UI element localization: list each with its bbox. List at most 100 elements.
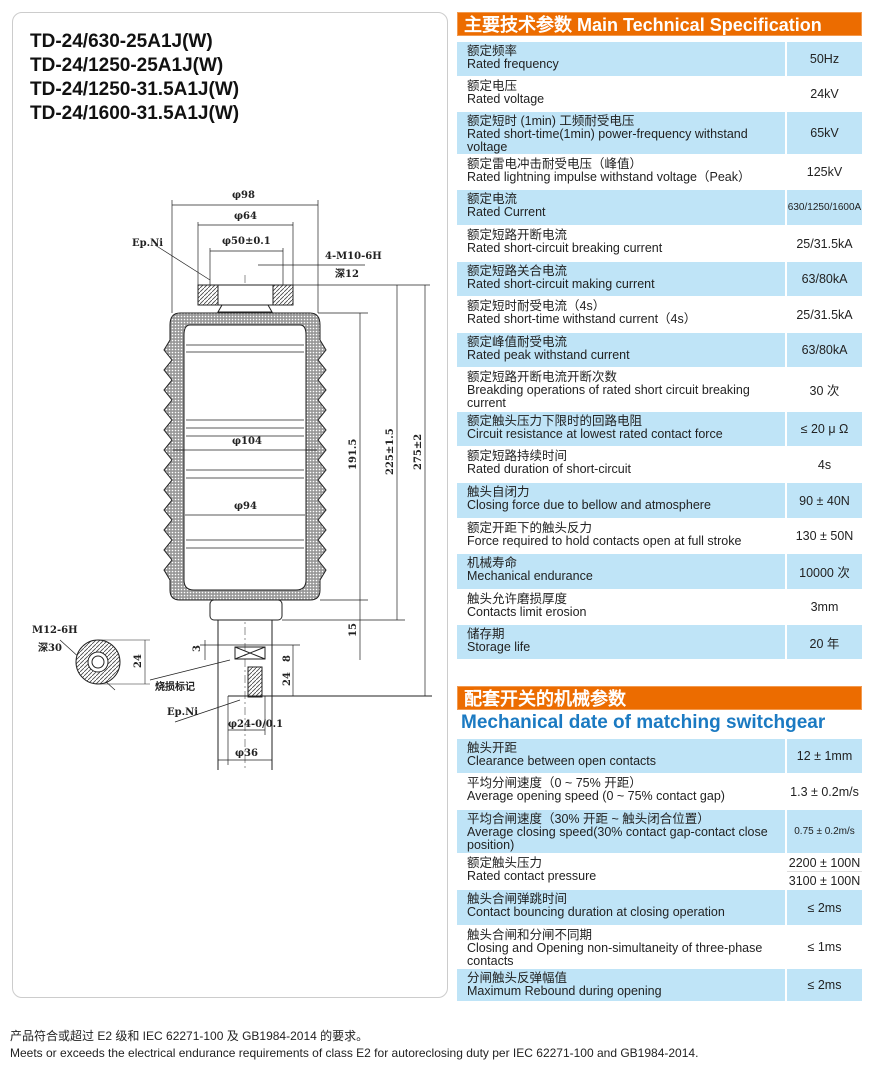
spec-value: 3mm xyxy=(810,600,839,614)
label-en: Rated short-circuit breaking current xyxy=(467,241,663,255)
label-cn: 额定短路开断电流 xyxy=(467,228,568,242)
spec-value: ≤ 2ms xyxy=(807,900,842,915)
dim-h8: 8 xyxy=(282,655,293,662)
spec-value: 25/31.5kA xyxy=(796,307,853,322)
spec-value: ≤ 1ms xyxy=(807,940,842,954)
label-depth12: 深12 xyxy=(335,267,359,280)
value-item: 2200 ± 100N xyxy=(788,855,861,870)
dim-h3: 3 xyxy=(192,645,203,652)
label-cn: 分闸触头反弹幅值 xyxy=(467,971,568,985)
model-name: TD-24/1600-31.5A1J(W) xyxy=(30,103,240,124)
footer-en: Meets or exceeds the electrical enduranc… xyxy=(10,1046,699,1060)
spec-row: 额定短时耐受电流（4s）Rated short-time withstand c… xyxy=(457,297,862,333)
label-cn: 额定开距下的触头反力 xyxy=(467,521,593,535)
model-name: TD-24/1250-31.5A1J(W) xyxy=(30,79,240,100)
dim-d94: φ94 xyxy=(234,501,257,512)
spec-value: 30 次 xyxy=(809,384,840,398)
label-en: Average opening speed (0 ~ 75% contact g… xyxy=(467,789,725,803)
model-list: TD-24/630-25A1J(W) TD-24/1250-25A1J(W) T… xyxy=(30,30,239,126)
label-en: Circuit resistance at lowest rated conta… xyxy=(467,427,723,441)
label-cn: 平均分闸速度（0 ~ 75% 开距） xyxy=(467,776,642,790)
label-en: Closing and Opening non-simultaneity of … xyxy=(467,941,763,968)
spec-value: 130 ± 50N xyxy=(795,529,854,543)
label-en: Rated frequency xyxy=(467,57,559,71)
label-en: Mechanical endurance xyxy=(467,569,593,583)
label-en: Force required to hold contacts open at … xyxy=(467,534,742,548)
spec-row: 平均分闸速度（0 ~ 75% 开距）Average opening speed … xyxy=(457,774,862,810)
label-cn: 触头合闸和分闸不同期 xyxy=(467,928,593,942)
value-item: 3100 ± 100N xyxy=(787,871,862,889)
label-cn: 额定峰值耐受电流 xyxy=(467,335,568,349)
model-name: TD-24/1250-25A1J(W) xyxy=(30,55,224,76)
footer-note: 产品符合或超过 E2 级和 IEC 62271-100 及 GB1984-201… xyxy=(10,1028,698,1062)
label-en: Rated Current xyxy=(467,205,546,219)
spec-value: ≤ 2ms xyxy=(807,978,842,992)
label-epni-bottom: Ep.Ni xyxy=(167,707,198,718)
spec-row: 额定雷电冲击耐受电压（峰值）Rated lightning impulse wi… xyxy=(457,155,862,190)
spec-row: 平均合闸速度（30% 开距 ~ 触头闭合位置）Average closing s… xyxy=(457,810,862,854)
label-cn: 额定短路开断电流开断次数 xyxy=(467,370,618,384)
dim-d50: φ50±0.1 xyxy=(222,236,271,247)
label-cn: 额定短路持续时间 xyxy=(467,449,568,463)
label-cn: 额定短时 (1min) 工频耐受电压 xyxy=(467,114,635,128)
dim-h275: 275±2 xyxy=(413,434,424,470)
spec-value: 12 ± 1mm xyxy=(796,749,853,763)
dim-d64: φ64 xyxy=(234,211,257,222)
label-cn: 触头合闸弹跳时间 xyxy=(467,892,568,906)
technical-drawing: φ98 φ64 φ50±0.1 Ep.Ni 4-M10-6H 深12 φ104 … xyxy=(32,190,432,770)
spec-value: 24kV xyxy=(810,87,839,101)
spec-value: 25/31.5kA xyxy=(796,236,853,251)
label-en: Contact bouncing duration at closing ope… xyxy=(467,905,725,919)
dim-side-24: 24 xyxy=(133,654,144,668)
label-thread-side: M12-6H xyxy=(32,625,78,636)
label-cn: 额定频率 xyxy=(467,44,518,58)
label-en: Rated peak withstand current xyxy=(467,348,630,362)
spec-value: 20 年 xyxy=(809,636,840,651)
label-en: Contacts limit erosion xyxy=(467,605,587,619)
label-en: Rated contact pressure xyxy=(467,869,597,883)
dim-h225: 225±1.5 xyxy=(385,428,396,475)
model-name: TD-24/630-25A1J(W) xyxy=(30,31,213,52)
label-cn: 额定雷电冲击耐受电压（峰值） xyxy=(467,157,643,171)
label-cn: 额定短时耐受电流（4s） xyxy=(467,299,606,313)
label-cn: 触头开距 xyxy=(467,741,518,755)
label-en: Rated voltage xyxy=(467,92,545,106)
label-cn: 平均合闸速度（30% 开距 ~ 触头闭合位置） xyxy=(467,812,710,826)
label-cn: 额定电流 xyxy=(467,192,518,206)
spec-value: 0.75 ± 0.2m/s xyxy=(794,826,855,837)
mech-spec-table: 配套开关的机械参数 Mechanical date of matching sw… xyxy=(457,686,862,1002)
mech-spec-title-cn: 配套开关的机械参数 xyxy=(457,686,862,710)
label-cn: 额定短路关合电流 xyxy=(467,264,568,278)
dim-d98: φ98 xyxy=(232,190,255,201)
drawing-panel xyxy=(12,12,448,998)
spec-label: 额定雷电冲击耐受电压（峰值）Rated lightning impulse wi… xyxy=(457,155,787,189)
label-cn: 触头允许磨损厚度 xyxy=(467,592,568,606)
label-cn: 触头自闭力 xyxy=(467,485,530,499)
label-burn-mark: 烧损标记 xyxy=(155,680,195,693)
label-en: Rated short-time(1min) power-frequency w… xyxy=(467,127,748,154)
